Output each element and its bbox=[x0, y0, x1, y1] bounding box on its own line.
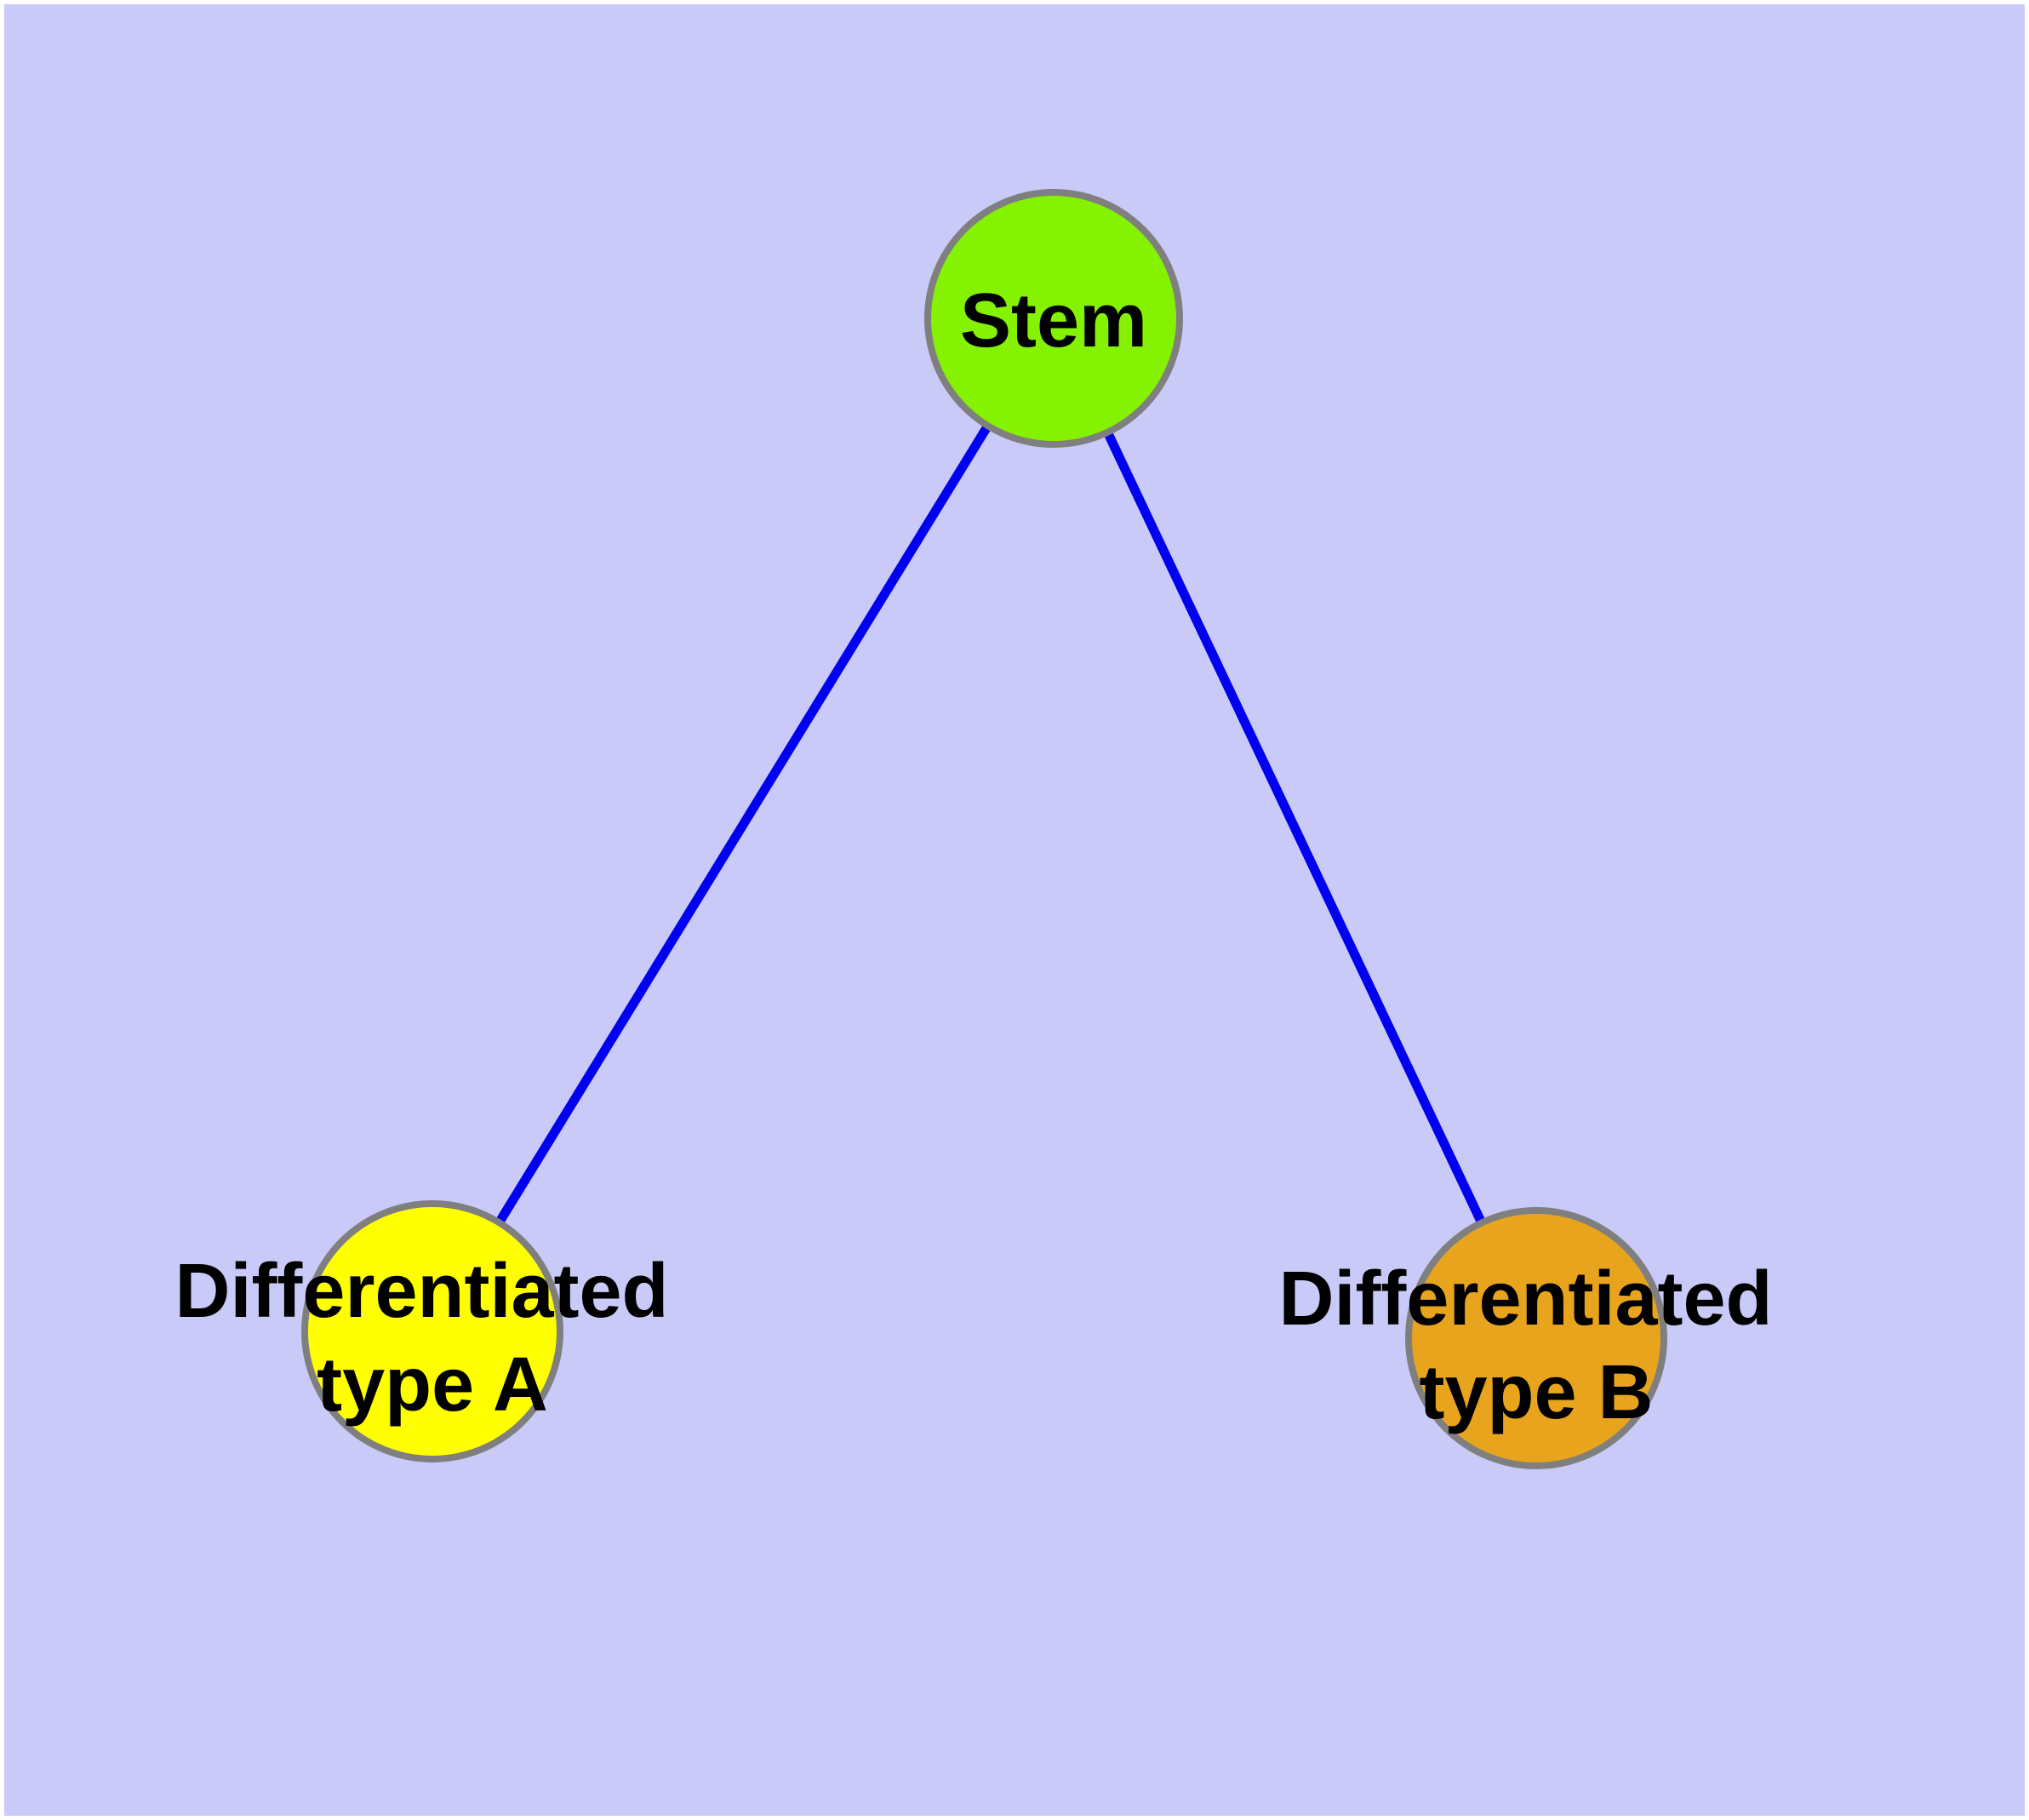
node-type-a-label-line-1: Differentiated bbox=[174, 1249, 668, 1334]
node-type-b-label-line-2: type B bbox=[1419, 1350, 1653, 1435]
node-type-a bbox=[301, 1200, 563, 1462]
node-type-b bbox=[1405, 1207, 1667, 1469]
edge-stem-to-type-a bbox=[428, 316, 1058, 1334]
node-type-a-label: Differentiated type A bbox=[174, 1249, 689, 1428]
node-stem bbox=[924, 189, 1183, 448]
node-type-b-label: Differentiated type B bbox=[1278, 1256, 1793, 1435]
node-type-b-label-line-1: Differentiated bbox=[1278, 1256, 1772, 1342]
edge-stem-to-type-b bbox=[1049, 316, 1540, 1341]
node-type-a-label-line-2: type A bbox=[317, 1342, 548, 1428]
node-stem-label: Stem bbox=[960, 278, 1147, 363]
